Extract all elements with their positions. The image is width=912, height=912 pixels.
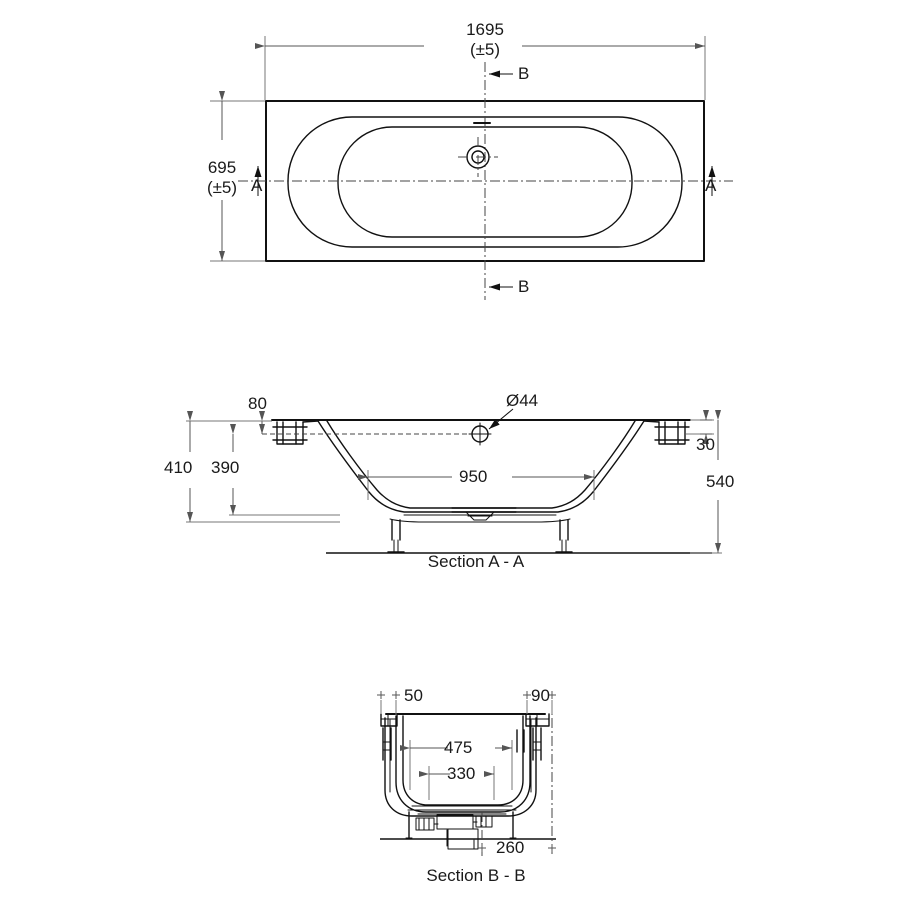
rim-bracket-left	[272, 420, 319, 445]
plan-section-mark-a-right: A	[705, 176, 717, 195]
plan-length-tolerance: (±5)	[469, 40, 501, 59]
waste-trap-assembly	[415, 814, 493, 850]
dimension-label-475: 475	[444, 738, 473, 757]
dimension-label-950: 950	[459, 467, 488, 486]
drain-plan	[458, 137, 498, 177]
bath-profile-section-bb	[395, 715, 531, 813]
dimension-label-330: 330	[447, 764, 476, 783]
dimension-410	[186, 411, 340, 523]
overflow-hole-section-aa	[468, 422, 492, 446]
dimension-label-260: 260	[496, 838, 525, 857]
rim-bracket-right	[643, 420, 690, 445]
plan-view	[210, 36, 733, 300]
bath-profile-section-aa	[271, 419, 691, 523]
bb-leg-right	[509, 811, 517, 839]
dimension-330	[419, 766, 495, 800]
dimension-label-410: 410	[164, 458, 193, 477]
dimension-950	[358, 470, 595, 500]
dimension-label-30: 30	[696, 435, 715, 454]
dimension-540	[690, 410, 722, 554]
bb-support-frame	[384, 717, 537, 817]
dimension-260	[478, 844, 556, 852]
dimension-label-overflow-diameter: Ø44	[506, 391, 539, 410]
plan-section-mark-b-top: B	[518, 64, 530, 83]
dimension-label-390: 390	[211, 458, 240, 477]
dimension-90	[523, 691, 556, 714]
plan-width-value: 695	[207, 158, 237, 177]
bb-leg-left	[405, 811, 413, 839]
plan-width-dimension	[210, 91, 268, 262]
dimension-50	[377, 691, 400, 716]
bb-base-detail	[407, 805, 517, 815]
support-leg-left	[387, 519, 405, 553]
dimension-label-540: 540	[706, 472, 735, 491]
bb-bracket-left	[380, 713, 398, 761]
section-aa-caption: Section A - A	[427, 552, 525, 571]
dimension-label-90: 90	[531, 686, 550, 705]
dimension-475	[400, 740, 513, 790]
bb-bracket-right	[516, 713, 550, 761]
dimension-390	[229, 424, 340, 516]
plan-section-mark-b-bottom: B	[518, 277, 530, 296]
plan-length-dimension	[255, 36, 706, 100]
support-leg-right	[555, 519, 573, 553]
plan-length-value: 1695	[466, 20, 504, 39]
dimension-label-50: 50	[404, 686, 423, 705]
section-bb-caption: Section B - B	[426, 866, 526, 885]
plan-width-tolerance: (±5)	[206, 178, 238, 197]
section-bb-view	[377, 691, 556, 856]
plan-section-mark-a-left: A	[251, 176, 263, 195]
dimension-30	[686, 410, 714, 444]
dimension-label-80: 80	[248, 394, 267, 413]
section-aa-view	[186, 408, 722, 554]
overflow-leader-line	[488, 408, 514, 430]
dimension-80	[258, 411, 272, 434]
